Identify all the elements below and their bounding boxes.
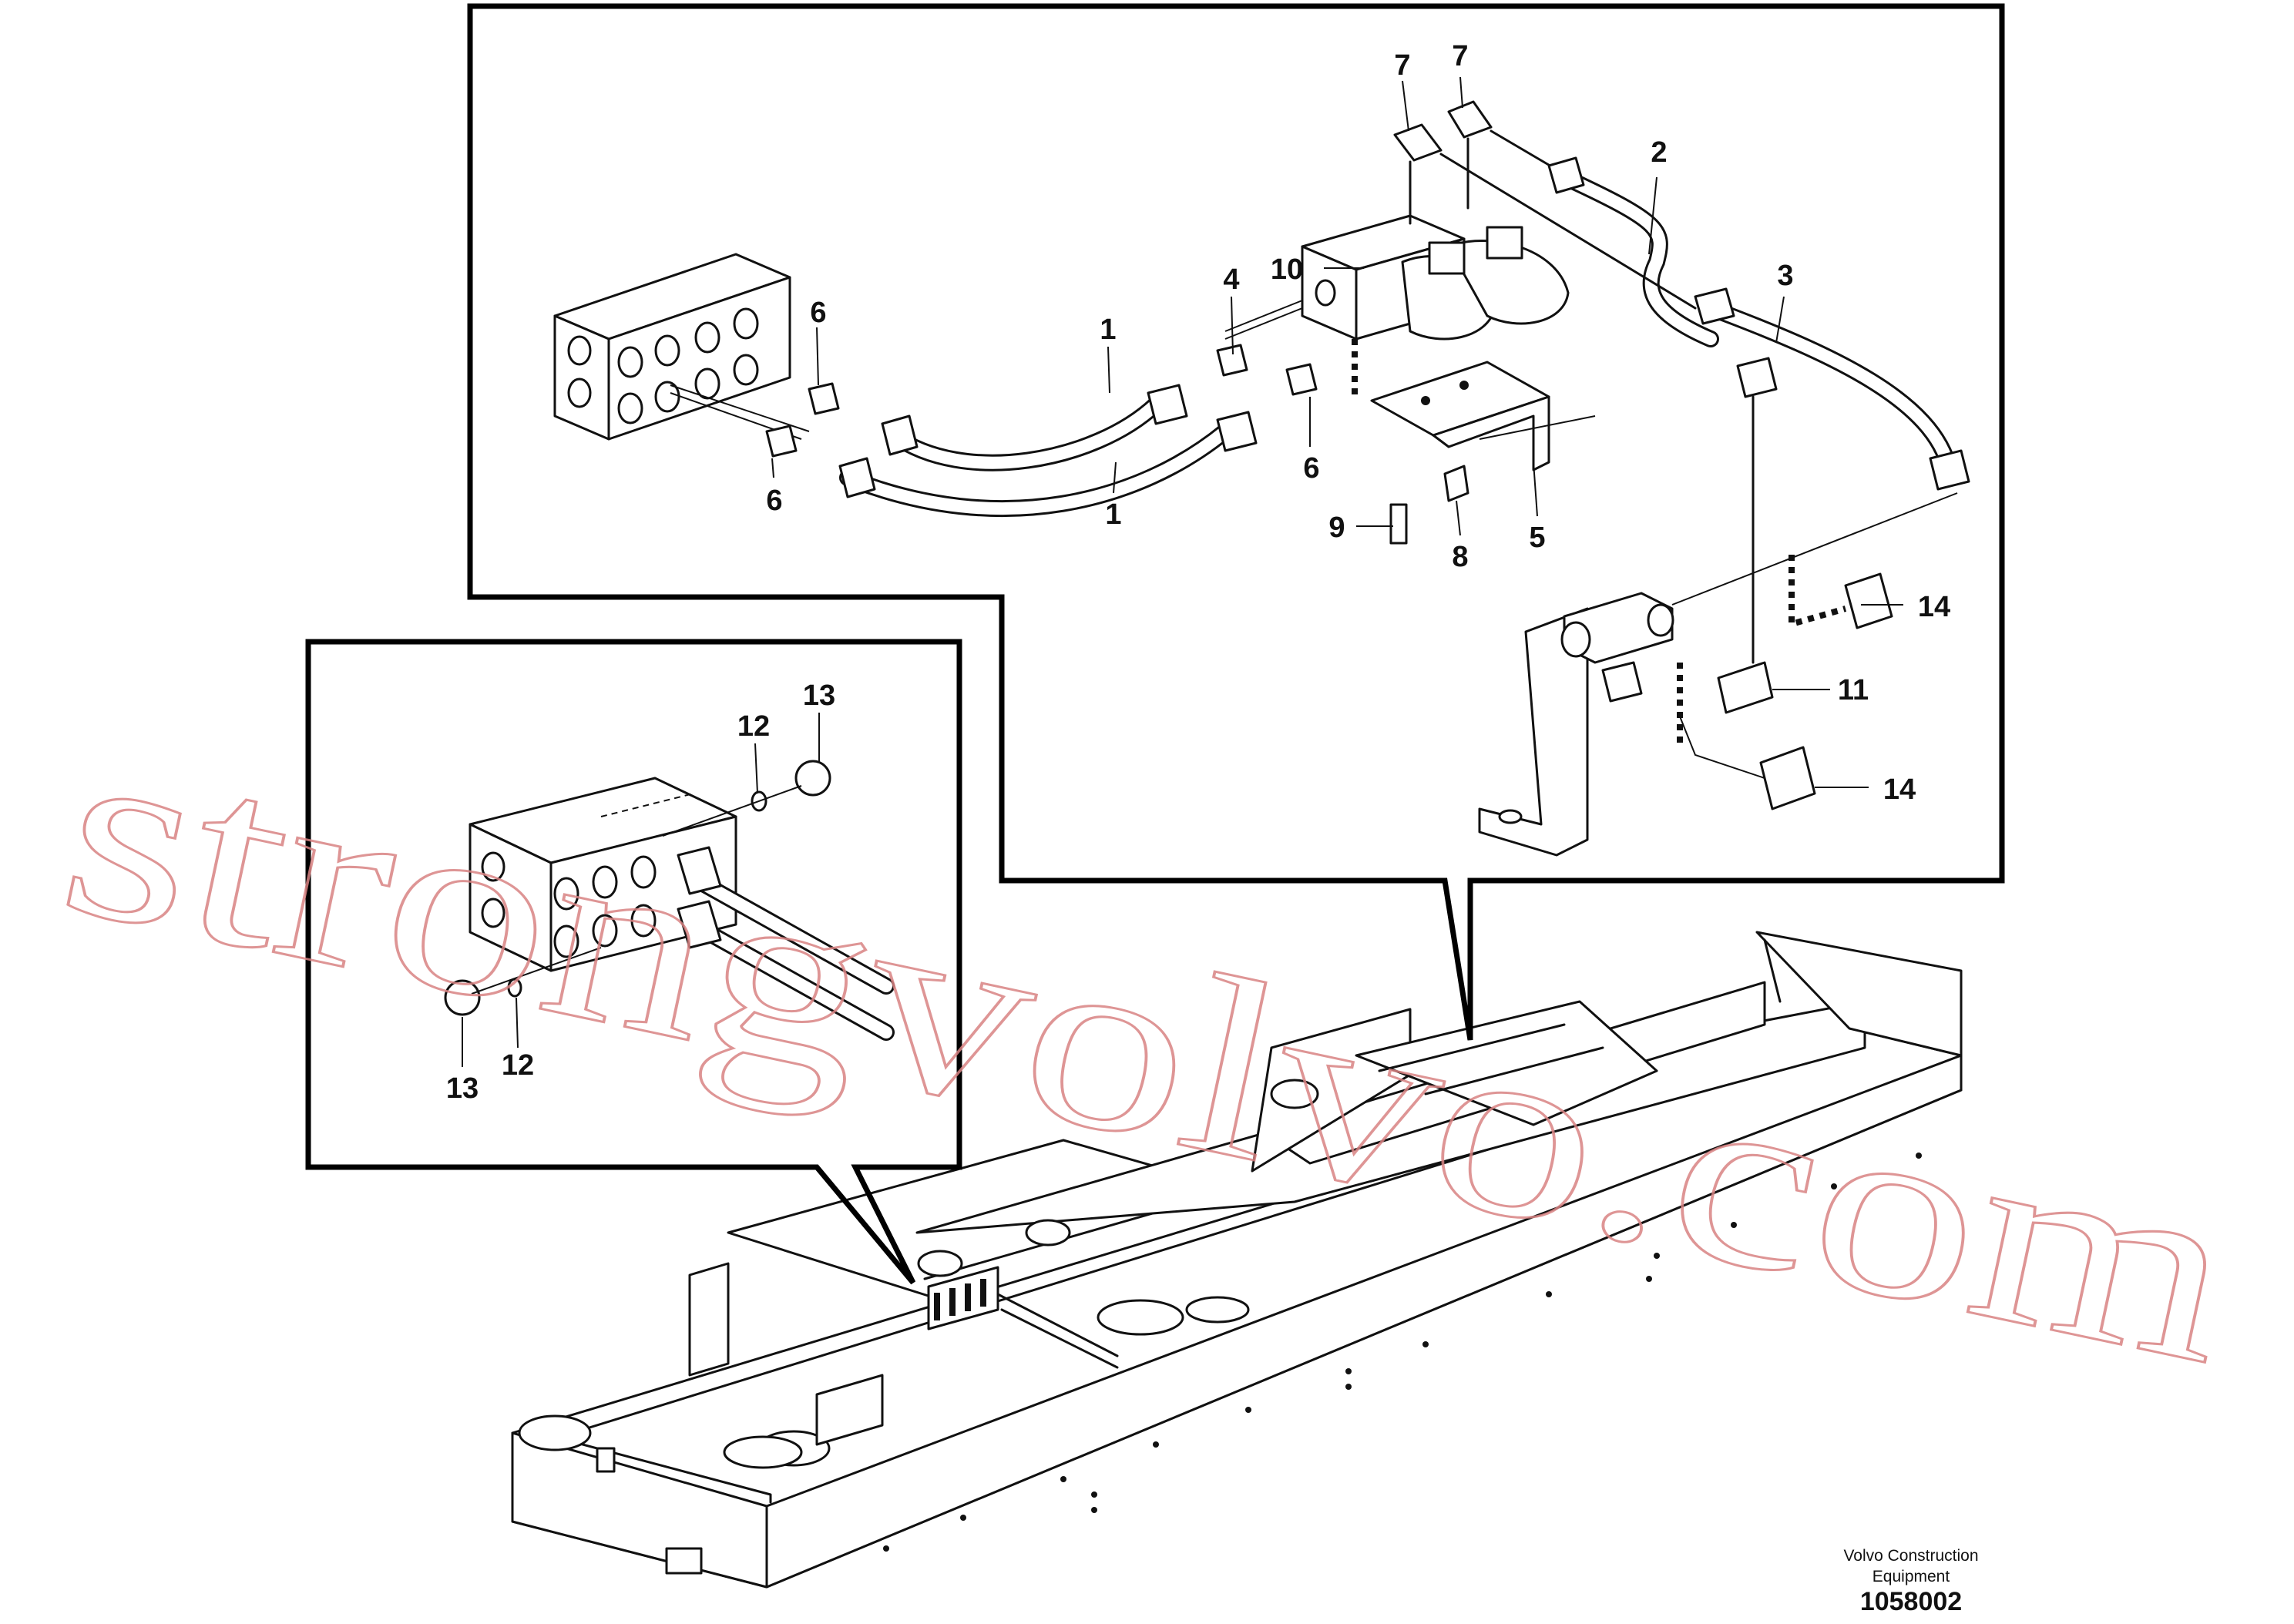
callout-6: 6 (766, 485, 782, 517)
callout-3: 3 (1777, 260, 1793, 292)
left-inset: 13 12 12 13 (305, 639, 962, 1285)
bolt-8 (1443, 465, 1469, 502)
company-line-2: Equipment (1872, 1568, 1950, 1585)
elbow-fittings-7 (1393, 100, 1493, 225)
lower-bracket (1478, 492, 1958, 857)
company-line-1: Volvo Construction (1843, 1547, 1979, 1565)
top-inset-callouts: 7 7 2 3 10 4 1 6 6 1 6 9 8 5 14 11 14 (766, 40, 1950, 806)
solenoid-valve-block (1224, 214, 1570, 341)
callout-2: 2 (1651, 136, 1667, 169)
callout-8: 8 (1452, 541, 1468, 573)
bolt-9 (1389, 503, 1408, 545)
callout-1: 1 (1100, 314, 1116, 346)
adapters-6 (765, 344, 1318, 458)
callout-7: 7 (1452, 40, 1468, 72)
callout-9: 9 (1328, 512, 1345, 544)
hose-assemblies-2-3 (1439, 129, 1970, 664)
plug-13-lower (444, 979, 481, 1016)
callout-11: 11 (1838, 674, 1869, 706)
callout-4: 4 (1223, 263, 1239, 296)
callout-5: 5 (1529, 522, 1545, 554)
callout-6: 6 (1303, 452, 1319, 485)
bracket-5 (1370, 361, 1596, 471)
callout-14: 14 (1918, 591, 1950, 623)
callout-10: 10 (1271, 253, 1303, 286)
callout-6: 6 (810, 297, 826, 329)
callout-12: 12 (502, 1049, 534, 1082)
callout-13: 13 (803, 679, 835, 712)
chassis-frame (511, 931, 1963, 1589)
callout-1: 1 (1105, 498, 1121, 531)
plug-13-upper (794, 760, 831, 797)
company-caption: Volvo Construction Equipment (1795, 1545, 2027, 1587)
hose-assemblies-1 (670, 384, 1258, 517)
elbow-fitting-11 (1717, 661, 1774, 714)
dashed-leader (1789, 555, 1847, 629)
callout-14: 14 (1883, 773, 1916, 806)
callout-12: 12 (737, 710, 770, 743)
callout-13: 13 (446, 1072, 479, 1105)
top-inset: 7 7 2 3 10 4 1 6 6 1 6 9 8 5 14 11 14 (467, 3, 2005, 1041)
plug-14-lower (1759, 746, 1816, 810)
plug-14-upper (1844, 572, 1893, 629)
document-number: 1058002 (1859, 1587, 1963, 1616)
manifold-block (553, 253, 791, 441)
callout-7: 7 (1394, 49, 1410, 82)
left-inset-callouts: 13 12 12 13 (446, 679, 835, 1105)
